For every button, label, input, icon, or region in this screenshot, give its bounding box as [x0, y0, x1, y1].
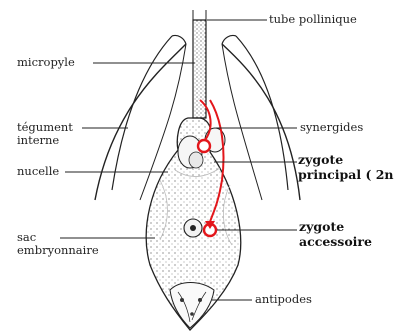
label-zygote-principal: zygote: [298, 153, 343, 167]
label-antipodes: antipodes: [255, 293, 312, 306]
label-zygote-accessoire-2: accessoire: [299, 235, 372, 249]
label-micropyle: micropyle: [17, 56, 75, 69]
label-synergides: synergides: [300, 121, 363, 134]
tegument-left-top: [172, 35, 186, 44]
nucelle-right: [222, 44, 262, 200]
label-nucelle: nucelle: [17, 165, 59, 178]
zygote-principal: [198, 140, 210, 152]
label-tube-pollinique: tube pollinique: [269, 13, 357, 26]
label-interne: interne: [17, 134, 59, 147]
tegument-left-inner: [112, 36, 172, 190]
label-zygote-accessoire-1: zygote: [299, 220, 344, 234]
label-embryonnaire: embryonnaire: [17, 244, 99, 257]
tegument-right-outer: [222, 44, 300, 200]
tegument-right-top: [222, 35, 236, 44]
antipodes: [170, 283, 214, 329]
label-principal-2n: principal ( 2n: [298, 168, 394, 182]
tegument-right-inner: [236, 36, 288, 190]
